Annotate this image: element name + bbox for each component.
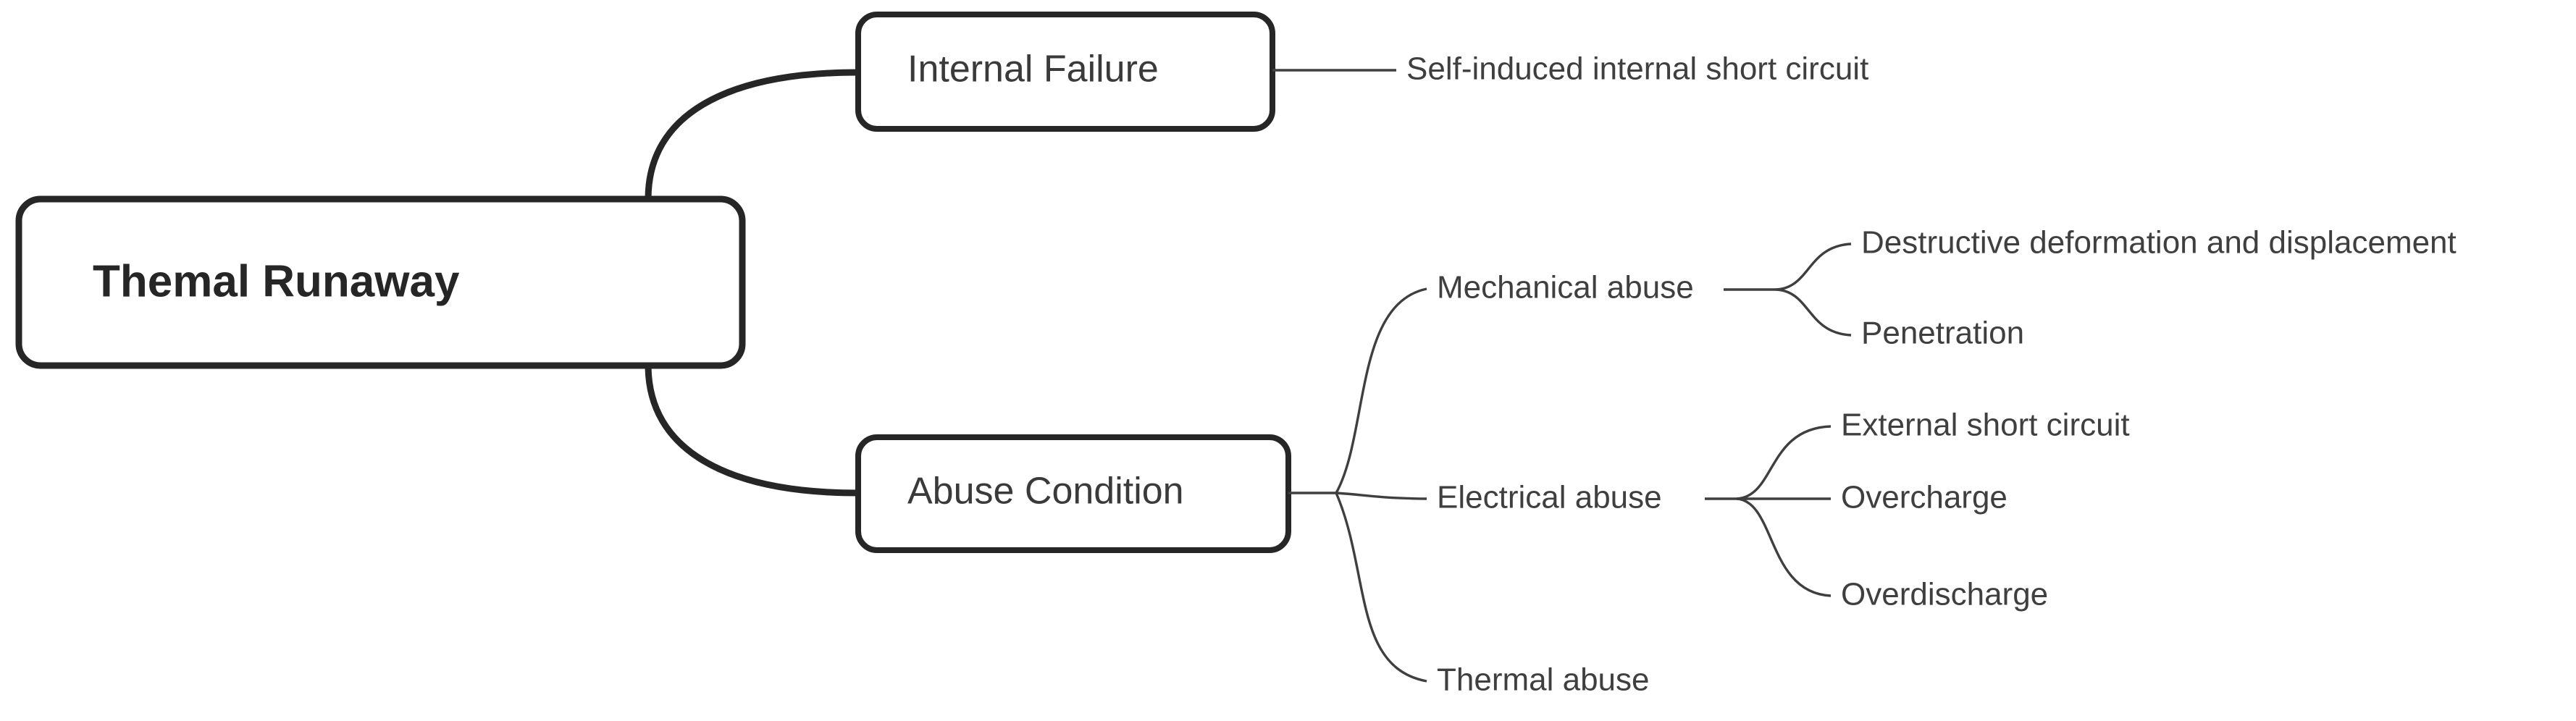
node-internal-failure-label: Internal Failure xyxy=(907,49,1159,90)
edge-mechanical-to-destructive-deformation xyxy=(1775,243,1852,291)
node-electrical-abuse-label: Electrical abuse xyxy=(1437,480,1662,515)
leaf-self-induced-internal-short-circuit: Self-induced internal short circuit xyxy=(1406,51,1868,87)
edge-mechanical-to-penetration xyxy=(1775,288,1852,337)
leaf-penetration: Penetration xyxy=(1861,316,2024,351)
node-thermal-abuse-label: Thermal abuse xyxy=(1437,662,1649,698)
edge-abuse-to-thermal xyxy=(1335,492,1427,683)
node-mechanical-abuse-label: Mechanical abuse xyxy=(1437,270,1694,305)
node-abuse-condition-label: Abuse Condition xyxy=(907,471,1184,513)
leaf-external-short-circuit: External short circuit xyxy=(1841,408,2130,443)
leaf-overdischarge: Overdischarge xyxy=(1841,577,2048,612)
edge-abuse-to-mechanical xyxy=(1335,287,1427,494)
node-internal-failure-box[interactable] xyxy=(855,12,1275,132)
leaf-destructive-deformation-and-displacement: Destructive deformation and displacement xyxy=(1861,225,2457,261)
node-root-label: Themal Runaway xyxy=(93,256,460,306)
edge-electrical-to-overdischarge xyxy=(1736,497,1832,597)
node-root-box[interactable] xyxy=(15,195,746,369)
edge-root-to-abuse-condition xyxy=(645,364,859,497)
edge-electrical-to-external-short-circuit xyxy=(1736,425,1832,500)
edge-abuse-to-electrical xyxy=(1335,492,1427,500)
leaf-overcharge: Overcharge xyxy=(1841,480,2007,515)
edge-root-to-internal-failure xyxy=(645,69,859,200)
